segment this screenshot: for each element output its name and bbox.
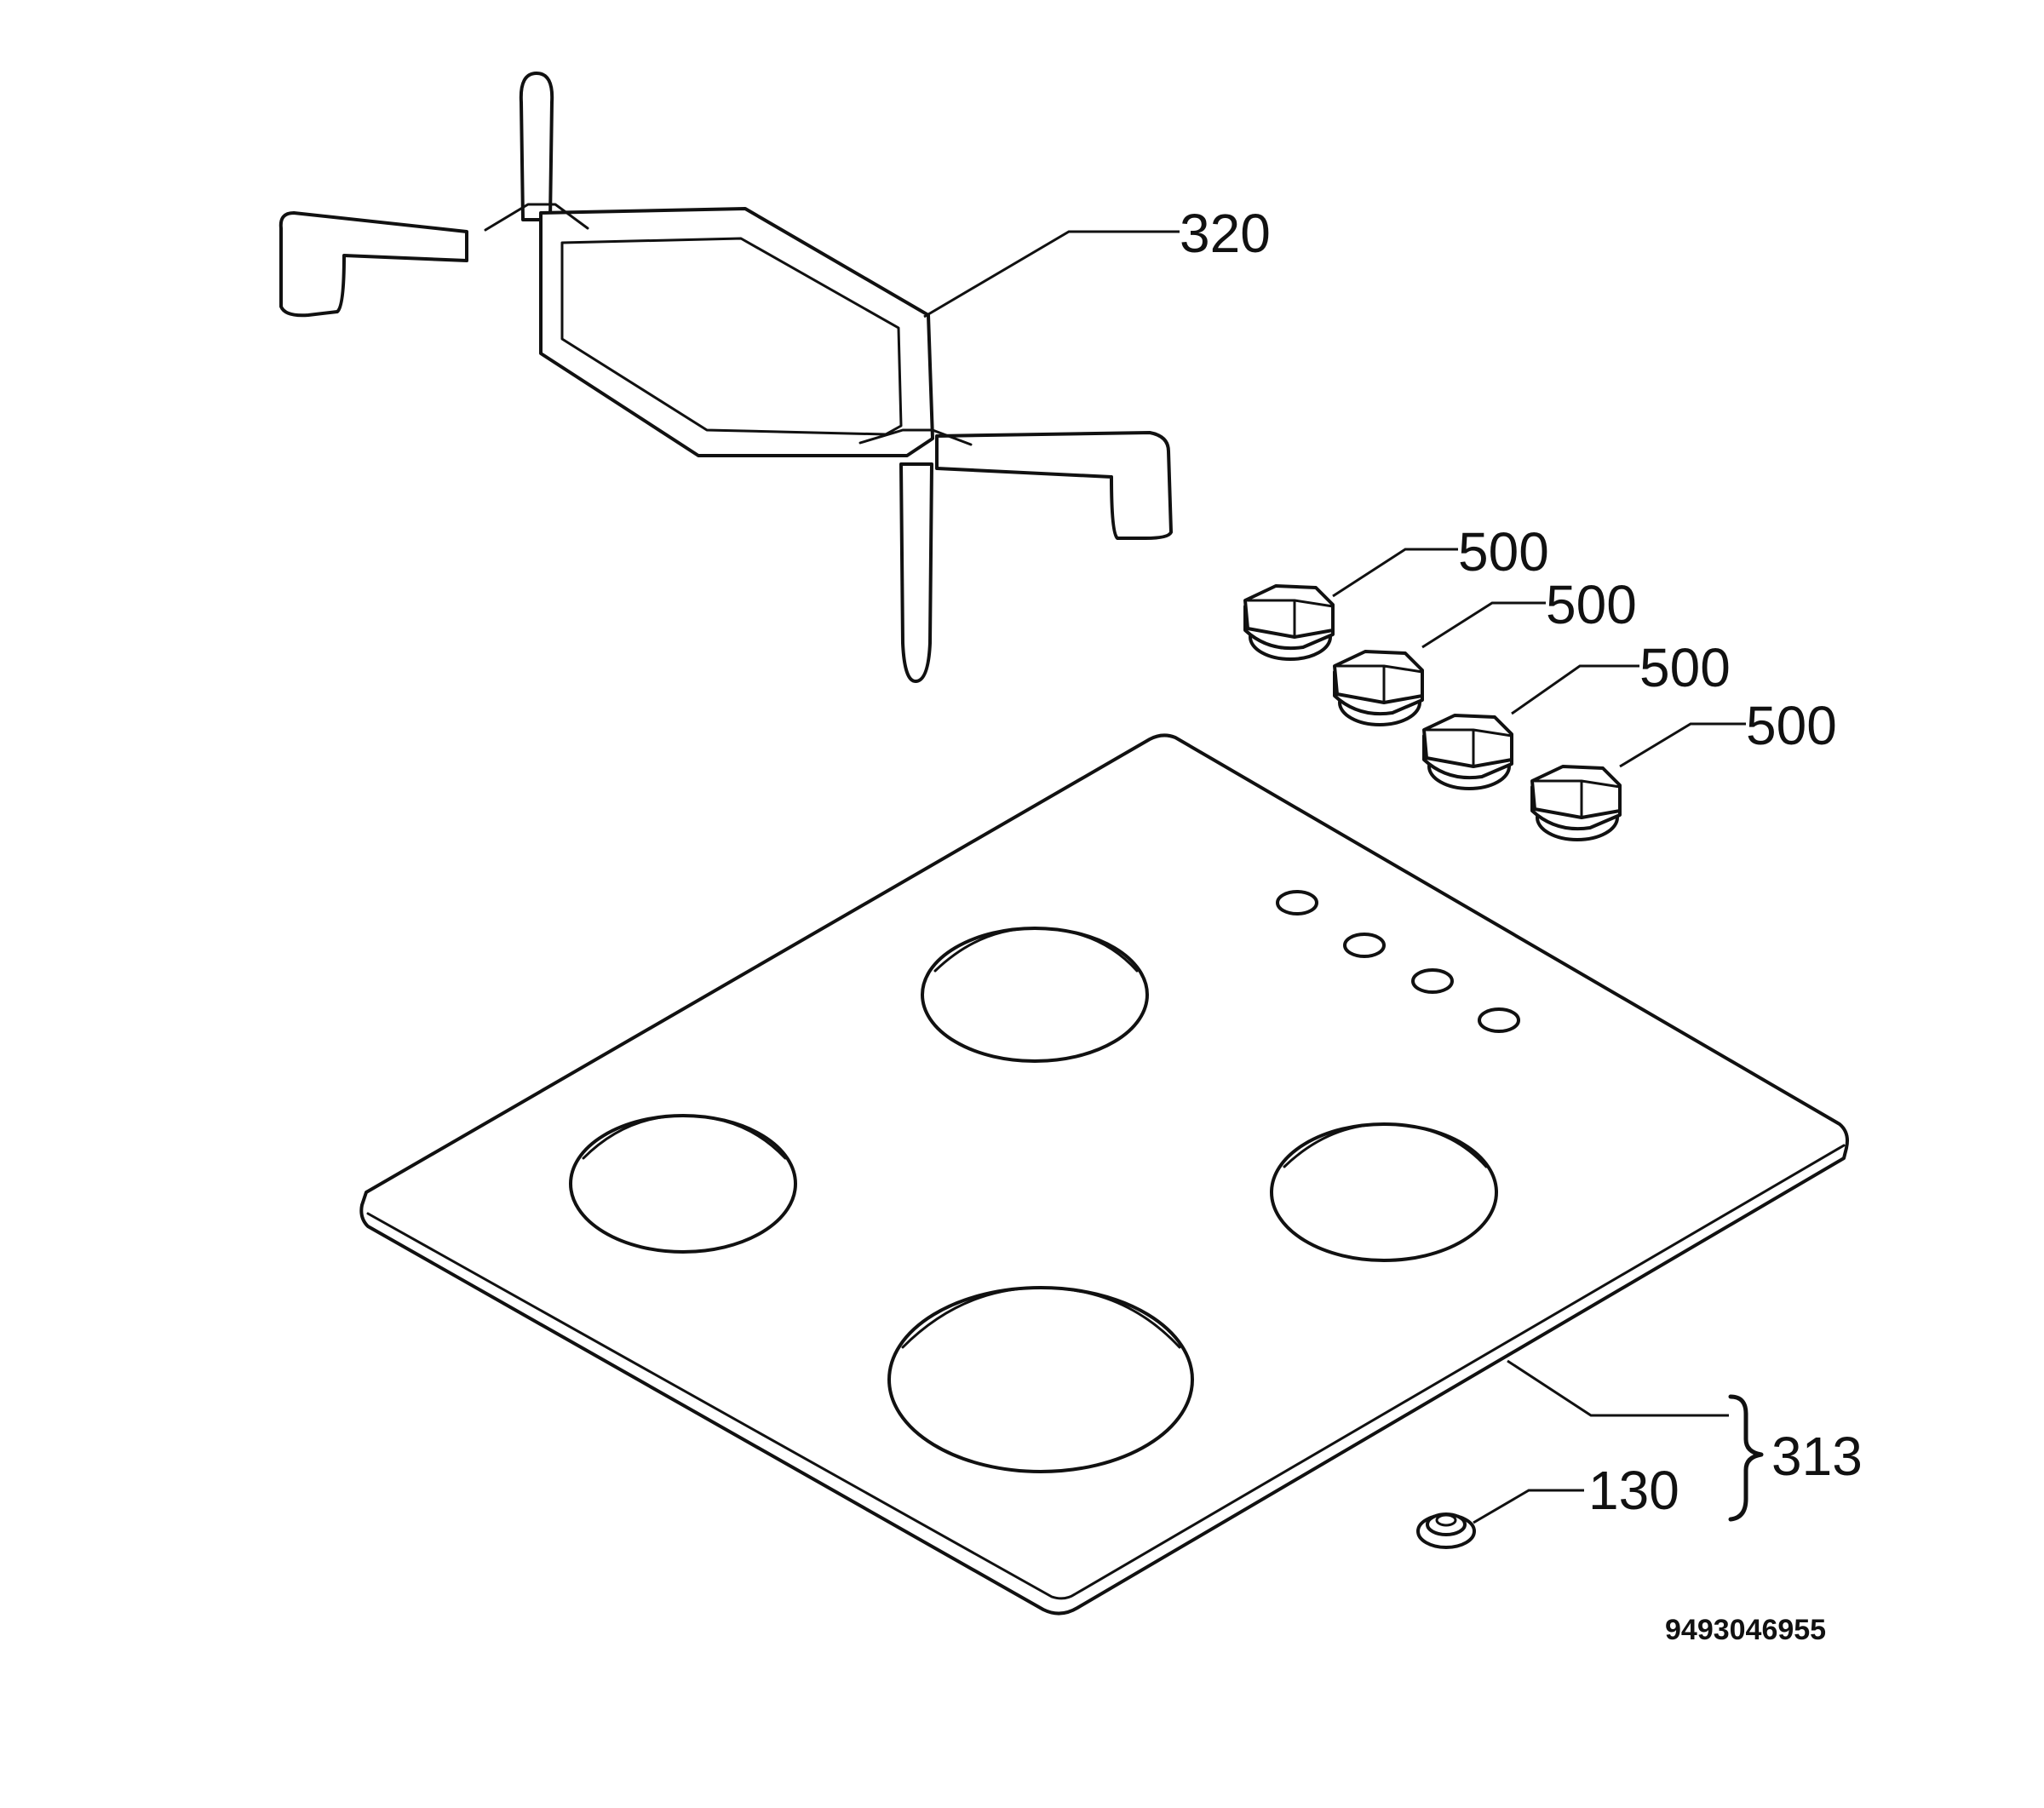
knob-hole-2	[1343, 933, 1386, 958]
control-knob-4	[1530, 765, 1622, 841]
label-313: 313	[1771, 1426, 1863, 1487]
control-knob-2	[1333, 650, 1424, 726]
leader-320	[923, 230, 1180, 319]
knob-hole-1	[1276, 890, 1318, 915]
burner-opening-left	[569, 1114, 797, 1254]
leader-130	[1473, 1489, 1584, 1524]
label-130: 130	[1588, 1460, 1679, 1521]
label-500-2: 500	[1546, 574, 1637, 635]
group-brace	[1728, 1394, 1764, 1522]
grommet	[1416, 1512, 1476, 1549]
burner-opening-front	[887, 1286, 1194, 1473]
control-knob-3	[1422, 714, 1513, 790]
leader-500-3	[1511, 664, 1639, 715]
leader-500-2	[1421, 601, 1546, 649]
leader-313	[1507, 1359, 1729, 1417]
burner-opening-right	[1270, 1122, 1498, 1262]
leader-500-1	[1332, 548, 1458, 598]
knob-hole-3	[1411, 968, 1454, 994]
label-500-4: 500	[1746, 695, 1837, 756]
label-500-3: 500	[1639, 637, 1731, 698]
knob-hole-4	[1478, 1007, 1520, 1033]
leader-500-4	[1619, 722, 1746, 768]
burner-opening-rear	[921, 927, 1149, 1063]
drawing-number: 9493046955	[1665, 1614, 1826, 1646]
label-500-1: 500	[1458, 521, 1549, 583]
control-knob-1	[1243, 584, 1335, 661]
hob-top-plate	[359, 733, 1849, 1616]
pan-support-grate	[278, 72, 1173, 683]
label-320: 320	[1180, 203, 1271, 264]
